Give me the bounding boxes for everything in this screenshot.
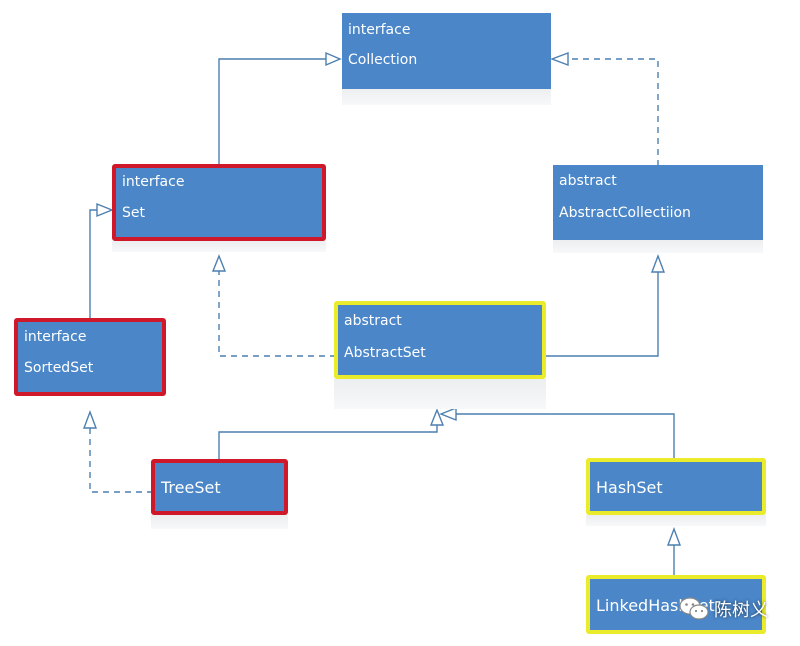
arrowhead-sortedset-bottom [82,410,98,429]
set-stereotype: interface [122,174,185,190]
tree-set-compartment [151,515,288,529]
abstract-set-compartment [334,379,546,409]
node-collection[interactable]: interface Collection [342,13,551,105]
arrowhead-abstractset-bottom-b [439,406,457,422]
node-abstract-collection[interactable]: abstract AbstractCollectiion [553,165,763,253]
watermark: 陈树义 [676,592,796,626]
edge-treeset-to-abstractset [218,425,438,462]
node-hash-set[interactable]: HashSet [586,458,766,526]
abstract-collection-compartment [553,240,763,253]
abstract-collection-stereotype: abstract [559,173,617,189]
arrowhead-collection-right [550,51,569,67]
arrowhead-set-left [96,202,114,218]
node-set[interactable]: interface Set [112,164,326,252]
sorted-set-stereotype: interface [24,329,87,345]
edge-abstractset-to-set [218,271,336,357]
node-tree-set[interactable]: TreeSet [151,459,288,529]
collection-compartment [342,89,551,105]
set-compartment [112,241,326,252]
hash-set-name: HashSet [596,478,663,497]
collection-name: Collection [348,52,418,68]
wechat-icon [679,597,709,620]
edge-hashset-to-abstractset [456,413,675,460]
arrowhead-hashset-bottom [666,527,682,546]
arrowhead-set-bottom [211,254,227,272]
tree-set-name: TreeSet [161,478,221,497]
hash-set-compartment [586,515,766,526]
watermark-text: 陈树义 [714,600,768,621]
edge-set-to-collection [218,58,326,166]
edge-treeset-to-sortedset [89,428,153,493]
node-sorted-set[interactable]: interface SortedSet [14,318,166,398]
edge-sortedset-to-set [89,209,97,320]
arrowhead-collection-left [325,51,342,67]
arrowhead-abstractset-bottom-a [429,408,445,426]
abstract-collection-name: AbstractCollectiion [559,205,691,221]
set-name: Set [122,205,145,221]
edge-abstractcollection-to-collection [568,58,659,166]
node-abstract-set[interactable]: abstract AbstractSet [334,301,546,409]
arrowhead-abstractcollection-bottom [650,254,666,273]
abstract-set-name: AbstractSet [344,345,426,361]
sorted-set-name: SortedSet [24,360,94,376]
abstract-set-stereotype: abstract [344,313,402,329]
collection-stereotype: interface [348,22,411,38]
edge-abstractset-to-abstractcollection [545,272,659,357]
